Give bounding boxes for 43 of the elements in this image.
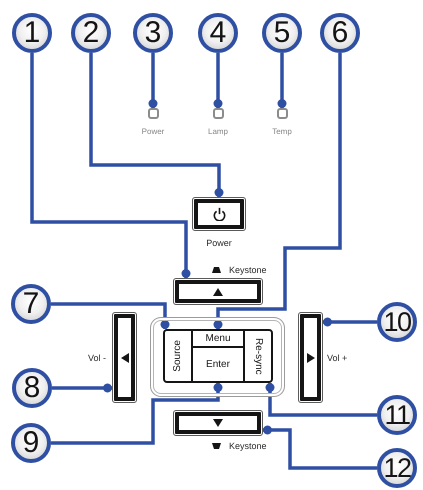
button-pad bbox=[150, 317, 285, 397]
callout-number: 9 bbox=[11, 423, 51, 463]
volume-down-button bbox=[112, 312, 137, 403]
callout-number: 12 bbox=[377, 448, 417, 488]
callout-number: 7 bbox=[11, 284, 51, 324]
callout-number: 1 bbox=[12, 13, 52, 53]
leader-line bbox=[51, 302, 170, 329]
button-label: Vol - bbox=[88, 352, 106, 364]
button-label: Power bbox=[206, 237, 232, 249]
button-label: Keystone bbox=[229, 264, 267, 276]
power-button bbox=[192, 197, 246, 231]
callout-number: 4 bbox=[198, 13, 238, 53]
callout-number: 5 bbox=[262, 13, 302, 53]
button-label: Keystone bbox=[229, 440, 267, 452]
keystone-down-button bbox=[173, 410, 263, 436]
callout-number: 10 bbox=[377, 302, 417, 342]
leader-line bbox=[214, 53, 222, 108]
leader-line bbox=[51, 383, 222, 445]
leader-line bbox=[263, 426, 377, 470]
leader-line bbox=[52, 384, 112, 392]
button-label: Vol + bbox=[327, 352, 348, 364]
callout-number: 6 bbox=[320, 13, 360, 53]
indicator-light bbox=[277, 108, 288, 119]
callout-number: 11 bbox=[377, 395, 417, 435]
indicator-light bbox=[213, 108, 224, 119]
leader-line bbox=[266, 383, 377, 417]
callout-number: 2 bbox=[71, 13, 111, 53]
indicator-label: Lamp bbox=[208, 127, 228, 137]
indicator-label: Temp bbox=[272, 127, 292, 137]
leader-line bbox=[148, 53, 158, 108]
indicator-light bbox=[148, 108, 159, 119]
leader-line bbox=[214, 53, 342, 329]
keystone-up-button bbox=[173, 278, 263, 305]
source-button: Source bbox=[163, 329, 193, 383]
resync-button: Re-sync bbox=[243, 329, 273, 383]
indicator-label: Power bbox=[142, 127, 164, 137]
leader-line bbox=[89, 53, 224, 197]
leader-line bbox=[323, 318, 377, 326]
callout-number: 8 bbox=[12, 368, 52, 408]
volume-up-button bbox=[298, 312, 323, 403]
callout-number: 3 bbox=[133, 13, 173, 53]
leader-line bbox=[30, 53, 190, 278]
leader-line bbox=[278, 53, 286, 108]
